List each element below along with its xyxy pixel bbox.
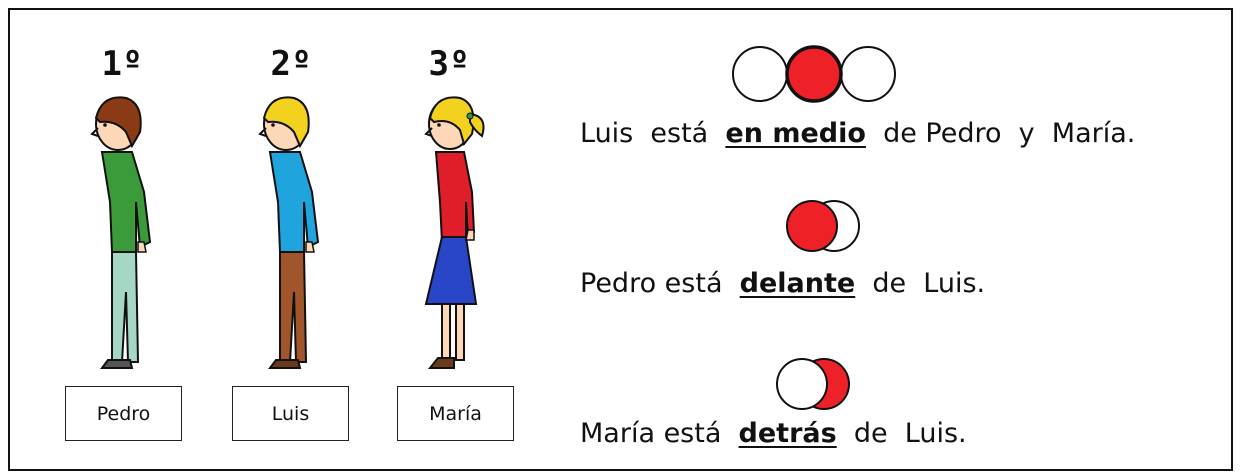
name-box-pedro: Pedro (65, 386, 182, 441)
sentence-text-before: Pedro está (580, 268, 740, 299)
sentence-detras: María está detrás de Luis. (580, 418, 967, 449)
ordinal-first: 1º (101, 44, 143, 84)
sentence-delante: Pedro está delante de Luis. (580, 268, 985, 299)
two-circles-back-red-icon (776, 358, 850, 410)
three-circles-middle-red-icon (732, 45, 896, 103)
sentence-text-before: María está (580, 418, 739, 449)
worksheet-frame (8, 8, 1233, 471)
sentence-text-after: de Pedro y María. (865, 118, 1136, 149)
name-box-luis: Luis (232, 386, 349, 441)
ordinal-third: 3º (428, 44, 470, 84)
sentence-en-medio: Luis está en medio de Pedro y María. (580, 118, 1135, 149)
sentence-text-after: de Luis. (855, 268, 986, 299)
keyword-delante: delante (739, 268, 856, 299)
keyword-en-medio: en medio (725, 118, 866, 149)
name-box-maria: María (397, 386, 514, 441)
keyword-detras: detrás (738, 418, 837, 449)
maria-figure (424, 96, 485, 369)
sentence-text-before: Luis está (580, 118, 726, 149)
two-circles-front-red-icon (786, 200, 860, 252)
ordinal-second: 2º (270, 44, 312, 84)
sentence-text-after: de Luis. (836, 418, 967, 449)
pedro-figure (90, 96, 152, 369)
luis-figure (258, 96, 320, 369)
